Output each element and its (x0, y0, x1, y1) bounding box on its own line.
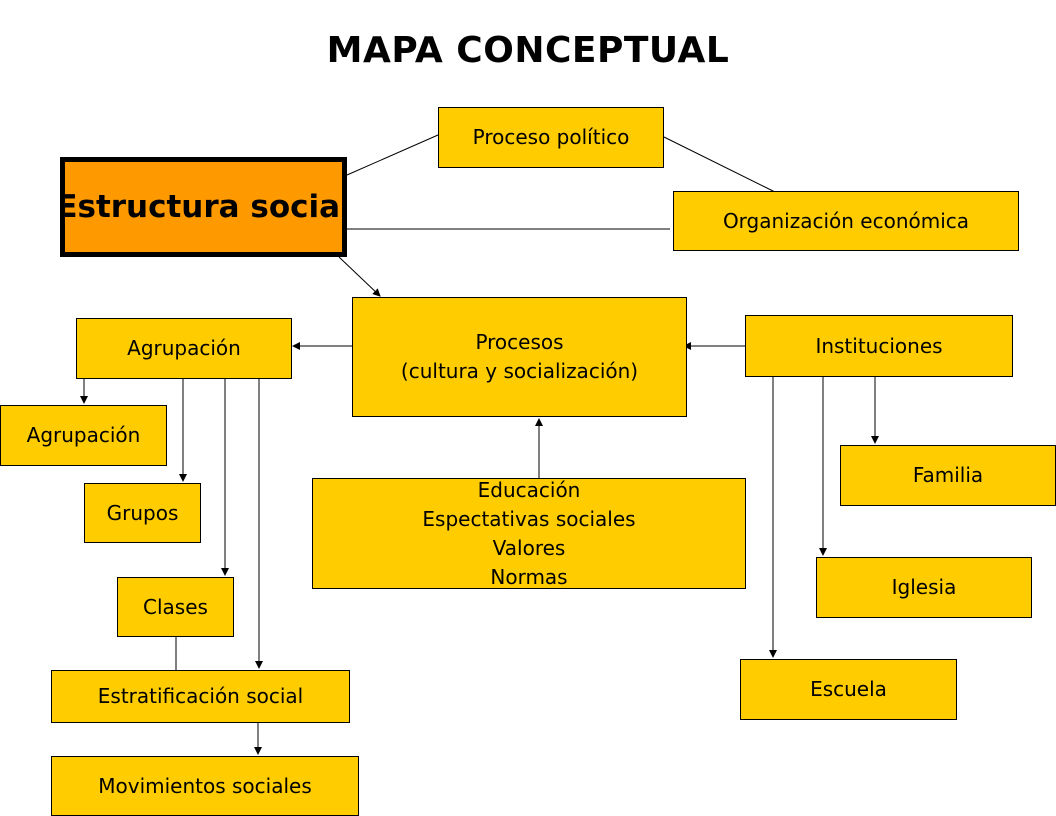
node-estratificacion-social-label: Estratificación social (97, 684, 304, 708)
node-instituciones: Instituciones (745, 315, 1013, 377)
node-organizacion-economica-label: Organización económica (722, 208, 970, 233)
node-procesos: Procesos (cultura y socialización) (352, 297, 687, 417)
node-clases: Clases (117, 577, 234, 637)
node-iglesia-label: Iglesia (891, 575, 957, 599)
node-proceso-politico: Proceso político (438, 107, 664, 168)
node-estructura-social: Estructura social (60, 157, 347, 257)
node-educacion-line-4: Normas (490, 564, 568, 589)
node-escuela-label: Escuela (810, 677, 887, 701)
node-instituciones-label: Instituciones (815, 333, 943, 358)
node-escuela: Escuela (740, 659, 957, 720)
node-agrupacion: Agrupación (76, 318, 292, 379)
node-educacion: Educación Espectativas sociales Valores … (312, 478, 746, 589)
node-iglesia: Iglesia (816, 557, 1032, 618)
node-familia-label: Familia (912, 463, 984, 487)
node-grupos: Grupos (84, 483, 201, 543)
node-agrupacion-sub-label: Agrupación (26, 423, 141, 447)
node-movimientos-sociales: Movimientos sociales (51, 756, 359, 816)
node-estratificacion-social: Estratificación social (51, 670, 350, 723)
link-estructura-proceso-politico (346, 134, 439, 176)
node-agrupacion-label: Agrupación (127, 336, 241, 360)
arrow-estructura-to-procesos (338, 256, 381, 297)
node-educacion-line-3: Valores (492, 535, 566, 560)
node-organizacion-economica: Organización económica (673, 191, 1019, 251)
node-educacion-line-2: Espectativas sociales (422, 506, 636, 531)
diagram-title: MAPA CONCEPTUAL (326, 30, 730, 71)
node-educacion-line-1: Educación (477, 477, 581, 502)
node-clases-label: Clases (143, 594, 208, 619)
link-proceso-politico-organizacion (663, 136, 776, 193)
node-grupos-label: Grupos (106, 500, 179, 525)
node-movimientos-sociales-label: Movimientos sociales (98, 773, 312, 798)
node-procesos-line-1: Procesos (475, 330, 564, 354)
node-agrupacion-sub: Agrupación (0, 405, 167, 466)
node-familia: Familia (840, 445, 1056, 506)
node-procesos-line-2: (cultura y socialización) (400, 359, 639, 383)
node-proceso-politico-label: Proceso político (472, 125, 630, 149)
